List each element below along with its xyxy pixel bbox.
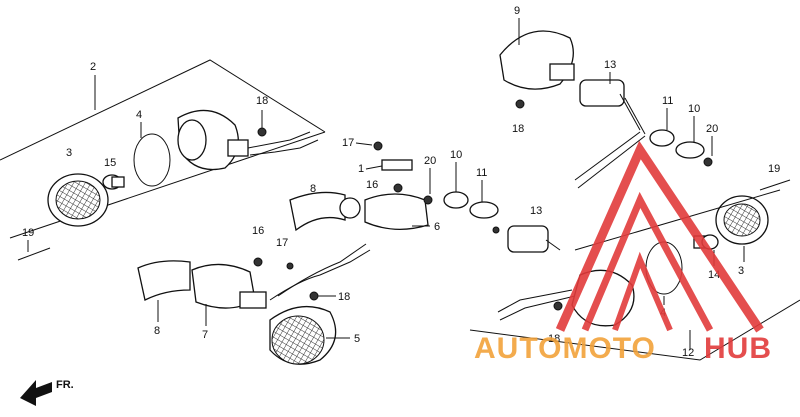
callout-1: 1	[358, 163, 364, 175]
socket-13-center	[492, 225, 561, 253]
callout-18b: 18	[338, 291, 350, 303]
callout-18d: 18	[548, 333, 560, 345]
callout-6: 6	[434, 221, 440, 233]
group-box-rear-right	[469, 189, 800, 361]
watermark-text-b: HUB	[704, 332, 772, 365]
callout-16b: 16	[252, 225, 264, 237]
callout-2: 2	[90, 61, 96, 73]
watermark-logo: AUTOMOTO HUB	[474, 140, 772, 365]
callout-18c: 18	[512, 123, 524, 135]
screw-18-a	[257, 110, 267, 137]
bulb-front-left	[102, 174, 125, 190]
gasket-front-left	[133, 133, 171, 187]
watermark-text-a: AUTOMOTO	[474, 332, 656, 365]
clip-17-1	[373, 141, 413, 193]
front-direction-arrow: FR.	[20, 379, 74, 406]
callout-19a: 19	[22, 227, 34, 239]
callout-3a: 3	[66, 147, 72, 159]
callout-20b: 20	[706, 123, 718, 135]
callout-16a: 16	[366, 179, 378, 191]
callout-11a: 11	[476, 167, 487, 179]
direction-label: FR.	[56, 379, 74, 391]
callout-8a: 8	[310, 183, 316, 195]
callout-19b: 19	[768, 163, 780, 175]
callout-13a: 13	[530, 205, 542, 217]
housing-front-left	[177, 109, 319, 171]
grommet-center	[423, 191, 499, 219]
callout-3b: 3	[738, 265, 744, 277]
callout-11b: 11	[662, 95, 673, 107]
callout-13b: 13	[604, 59, 616, 71]
callout-10a: 10	[450, 149, 462, 161]
group-box-front-left	[0, 59, 326, 239]
lens-front-left	[47, 173, 109, 227]
lens-rear-right	[715, 179, 791, 245]
callout-8b: 8	[154, 325, 160, 337]
callout-17b: 17	[276, 237, 288, 249]
socket-13-upper	[574, 79, 646, 189]
callout-15: 15	[104, 157, 116, 169]
grommet-upper	[515, 99, 713, 167]
callout-7: 7	[202, 329, 208, 341]
callout-10b: 10	[688, 103, 700, 115]
callout-20a: 20	[424, 155, 436, 167]
callout-9: 9	[514, 5, 520, 17]
callout-5: 5	[354, 333, 360, 345]
callout-17a: 17	[342, 137, 354, 149]
indicator-9	[499, 18, 575, 90]
callout-12: 12	[682, 347, 694, 359]
callout-4a: 4	[136, 109, 142, 121]
callout-18a: 18	[256, 95, 268, 107]
bracket-clamp-lower	[137, 257, 319, 309]
screw-front-left	[17, 247, 51, 261]
bracket-clamp-upper	[289, 191, 429, 232]
indicator-5	[269, 243, 371, 365]
